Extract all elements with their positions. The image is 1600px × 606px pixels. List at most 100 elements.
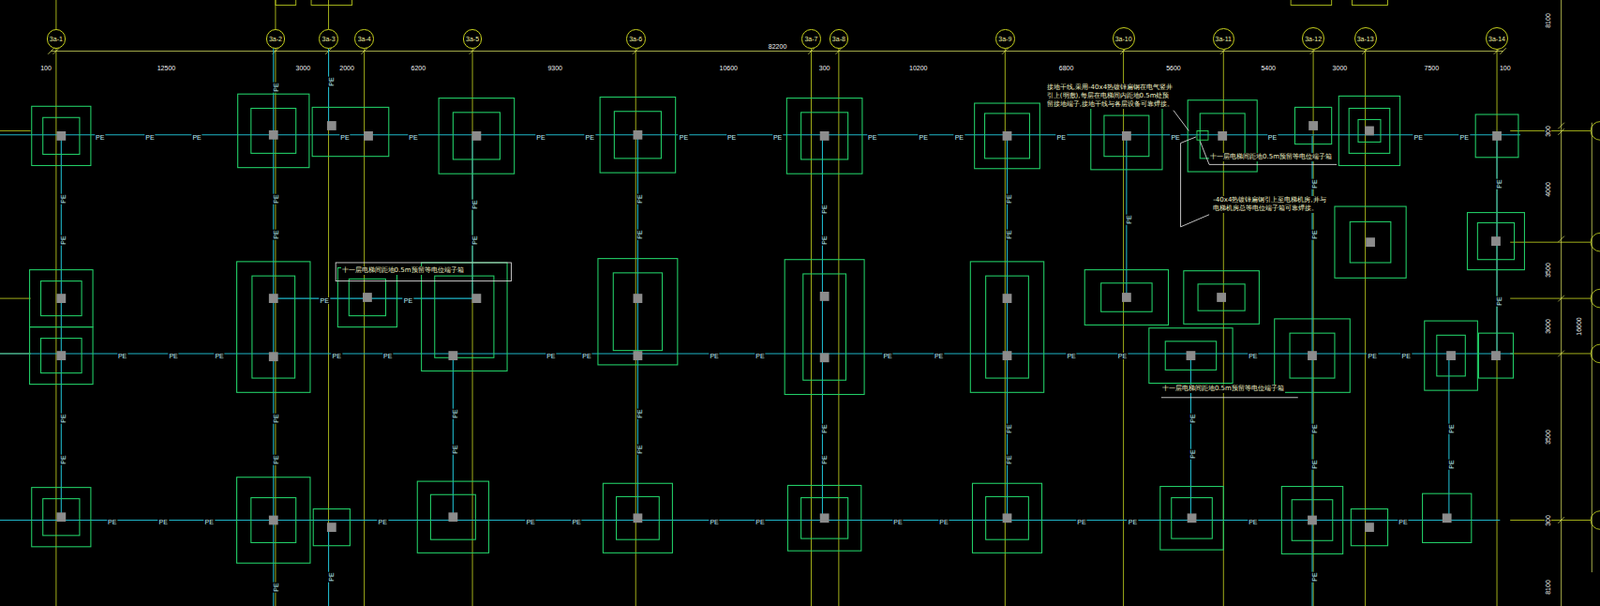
label-anchor: PE — [998, 229, 1016, 240]
label-anchor: 12500 — [156, 57, 177, 75]
column-post — [1216, 292, 1227, 302]
footing-outline — [1160, 486, 1224, 551]
footing-outline — [313, 508, 350, 546]
column-post — [56, 350, 66, 360]
label-anchor: PE — [1400, 344, 1411, 362]
dimension-text: 6800 — [1058, 64, 1076, 72]
label-anchor: PE — [628, 407, 646, 419]
footing-outline — [237, 477, 311, 564]
label-anchor: PE — [813, 423, 831, 434]
label-anchor: PE — [1413, 126, 1424, 144]
pe-label: PE — [821, 204, 828, 215]
label-anchor: PE — [94, 126, 105, 144]
label-anchor: PE — [918, 126, 929, 144]
label-anchor: PE — [1488, 295, 1506, 306]
dimension-text: 10200 — [908, 64, 928, 72]
column-post — [1365, 237, 1376, 247]
label-anchor: PE — [1247, 344, 1258, 362]
label-anchor: PE — [678, 126, 689, 144]
footing-outline — [29, 327, 93, 385]
label-anchor: PE — [339, 126, 350, 144]
label-anchor: PE — [158, 510, 169, 528]
label-anchor: 十一层电梯间距地0.5m预留等电位端子箱 — [341, 266, 465, 275]
pe-label: PE — [1311, 178, 1318, 189]
pe-label: PE — [451, 443, 459, 454]
pe-label: PE — [158, 518, 169, 525]
footing-outline — [1478, 332, 1513, 378]
pe-label: PE — [382, 352, 393, 359]
pe-label: PE — [754, 518, 765, 525]
column-post — [269, 130, 279, 140]
dimension-text: 10600 — [718, 64, 739, 72]
pe-label: PE — [933, 352, 944, 359]
pe-label: PE — [1127, 518, 1138, 525]
label-anchor: PE — [1303, 459, 1321, 470]
label-anchor: PE — [628, 229, 646, 240]
column-post — [1307, 515, 1317, 525]
label-anchor: PE — [403, 289, 414, 307]
label-anchor: PE — [444, 443, 462, 454]
dimension-text: 2000 — [338, 64, 356, 72]
label-anchor: PE — [938, 510, 949, 528]
footing-outline — [237, 261, 311, 392]
label-anchor: PE — [1488, 178, 1506, 189]
label-anchor: 5400 — [1259, 57, 1277, 75]
dimension-text: 3000 — [295, 64, 313, 72]
label-anchor: PE — [1303, 423, 1321, 434]
footing-outline — [1422, 493, 1472, 542]
pe-label: PE — [1459, 134, 1470, 141]
column-post — [1187, 512, 1197, 523]
footing-step — [1171, 497, 1213, 539]
footing-outline — [784, 259, 865, 395]
pe-label: PE — [167, 352, 179, 359]
pe-label: PE — [1311, 229, 1318, 240]
label-anchor: 100 — [1498, 57, 1512, 75]
footing-outline — [1338, 95, 1400, 165]
label-anchor: PE — [1181, 413, 1199, 424]
column-post — [1446, 350, 1456, 360]
label-anchor: PE — [106, 510, 118, 528]
footing-outline — [1475, 114, 1519, 158]
footing-outline — [29, 269, 93, 328]
column-post — [633, 293, 643, 303]
column-post — [1308, 120, 1318, 131]
pe-label: PE — [94, 134, 105, 141]
label-anchor: 3000 — [1537, 318, 1555, 336]
label-anchor: PE — [52, 194, 70, 205]
footing-outline — [337, 267, 397, 327]
pe-label: PE — [938, 518, 949, 525]
label-anchor: PE — [628, 443, 646, 454]
column-post — [269, 351, 279, 361]
pe-label: PE — [545, 352, 556, 359]
column-post — [633, 130, 643, 140]
label-anchor: PE — [535, 126, 546, 144]
column-post — [1002, 512, 1013, 523]
footing-step — [1104, 115, 1150, 157]
label-anchor: 3500 — [1537, 428, 1555, 446]
label-anchor: PE — [1181, 448, 1199, 460]
column-post — [1491, 350, 1501, 360]
label-anchor: PE — [167, 344, 179, 362]
pe-label: PE — [407, 134, 419, 141]
footing-step — [1349, 221, 1391, 263]
label-anchor: PE — [1056, 126, 1067, 144]
label-anchor: PE — [581, 344, 592, 362]
pe-label: PE — [59, 194, 67, 205]
pe-label: PE — [339, 134, 350, 141]
footing-step — [801, 497, 849, 539]
label-anchor: 8100 — [1537, 578, 1555, 596]
label-anchor: PE — [708, 344, 719, 362]
column-post — [1491, 236, 1501, 246]
pe-label: PE — [1267, 134, 1278, 141]
pe-label: PE — [1005, 453, 1013, 464]
label-anchor: PE — [265, 581, 283, 592]
footing-outline — [598, 258, 678, 365]
axis-bubble: 3a-14 — [1485, 27, 1509, 50]
label-anchor: PE — [813, 453, 831, 464]
footing-step — [613, 272, 662, 351]
label-anchor: 300 — [1537, 125, 1555, 139]
label-anchor: PE — [754, 510, 765, 528]
axis-bubble: 3a-10 — [1112, 27, 1136, 50]
column-post — [1121, 292, 1132, 302]
pe-label: PE — [144, 134, 155, 141]
